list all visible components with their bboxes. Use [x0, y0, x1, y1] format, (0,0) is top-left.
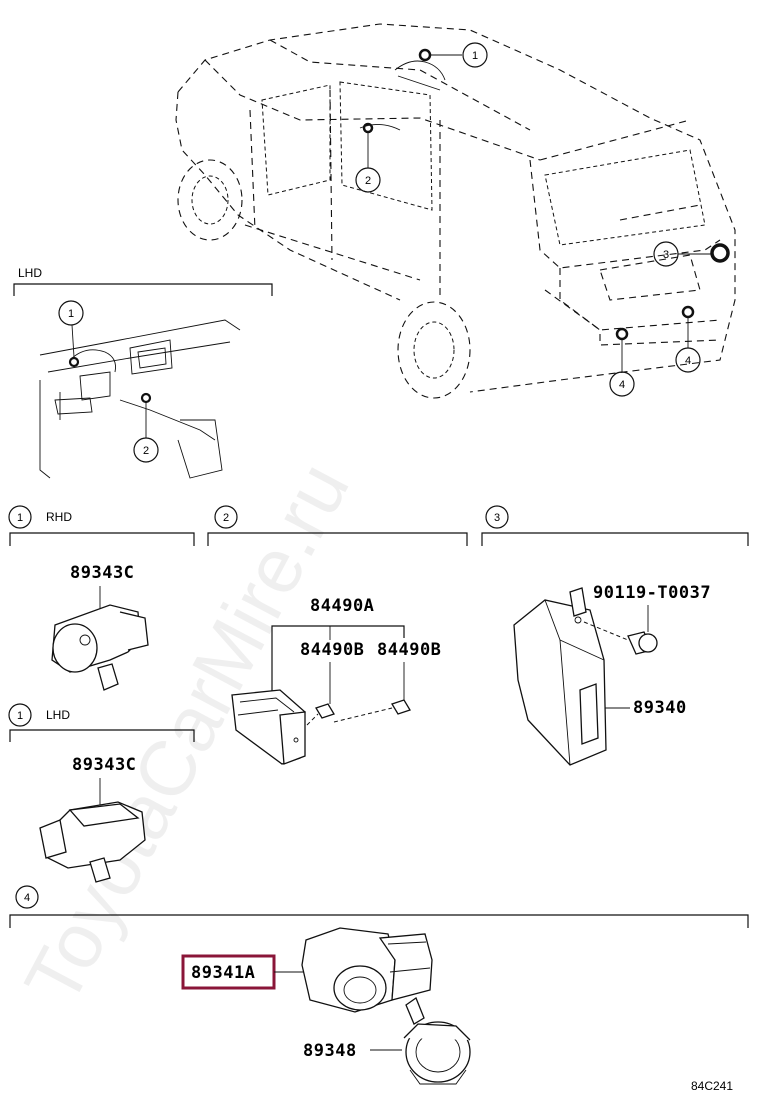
svg-text:LHD: LHD: [46, 708, 70, 722]
svg-text:4: 4: [24, 892, 30, 904]
part-89340-ecu[interactable]: 90119-T0037 89340: [513, 583, 711, 766]
section-header-2: 2: [207, 505, 468, 546]
part-89343c-rhd[interactable]: 89343C: [51, 563, 149, 691]
callout-3-overview: 3: [653, 241, 679, 267]
callout-1-lhd-inset: 1: [58, 300, 84, 326]
part-number-89340[interactable]: 89340: [633, 698, 687, 718]
svg-text:2: 2: [143, 445, 149, 457]
section-header-1-rhd: 1 RHD: [8, 505, 195, 546]
part-number-84490b-2[interactable]: 84490B: [377, 640, 441, 660]
callout-1-overview: 1: [462, 42, 488, 68]
svg-text:1: 1: [17, 512, 23, 524]
svg-text:4: 4: [685, 355, 691, 367]
part-84490-switch[interactable]: 84490A 84490B 84490B: [231, 596, 441, 765]
callout-2-overview: 2: [355, 167, 381, 193]
part-number-84490b-1[interactable]: 84490B: [300, 640, 364, 660]
part-89341a-sensor[interactable]: 89341A: [181, 927, 433, 1013]
callout-4-overview-left: 4: [609, 371, 635, 397]
callout-2-lhd-inset: 2: [133, 437, 159, 463]
watermark: ToyotaCarMire.ru: [7, 448, 366, 1017]
lhd-inset: LHD: [13, 266, 273, 479]
section-header-1-lhd: 1 LHD: [8, 703, 195, 742]
vehicle-overview: [175, 23, 736, 399]
svg-text:4: 4: [619, 379, 625, 391]
part-number-84490a[interactable]: 84490A: [310, 596, 374, 616]
part-89348-bezel[interactable]: 89348: [303, 996, 471, 1085]
svg-text:3: 3: [663, 249, 669, 261]
svg-text:1: 1: [472, 50, 478, 62]
part-number-89341a[interactable]: 89341A: [191, 963, 255, 983]
lhd-inset-label: LHD: [18, 266, 42, 280]
part-number-90119-t0037[interactable]: 90119-T0037: [593, 583, 711, 603]
svg-text:2: 2: [365, 175, 371, 187]
svg-text:3: 3: [494, 512, 500, 524]
part-89343c-lhd[interactable]: 89343C: [39, 755, 146, 883]
diagram-code: 84C241: [691, 1079, 733, 1093]
svg-text:RHD: RHD: [46, 510, 72, 524]
svg-text:1: 1: [17, 710, 23, 722]
section-header-4: 4: [9, 885, 749, 928]
part-number-89343c-lhd[interactable]: 89343C: [72, 755, 136, 775]
svg-text:1: 1: [68, 308, 74, 320]
part-number-89343c-rhd[interactable]: 89343C: [70, 563, 134, 583]
part-number-89348[interactable]: 89348: [303, 1041, 357, 1061]
callout-4-overview-right: 4: [675, 347, 701, 373]
section-header-3: 3: [481, 505, 749, 546]
svg-text:2: 2: [223, 512, 229, 524]
